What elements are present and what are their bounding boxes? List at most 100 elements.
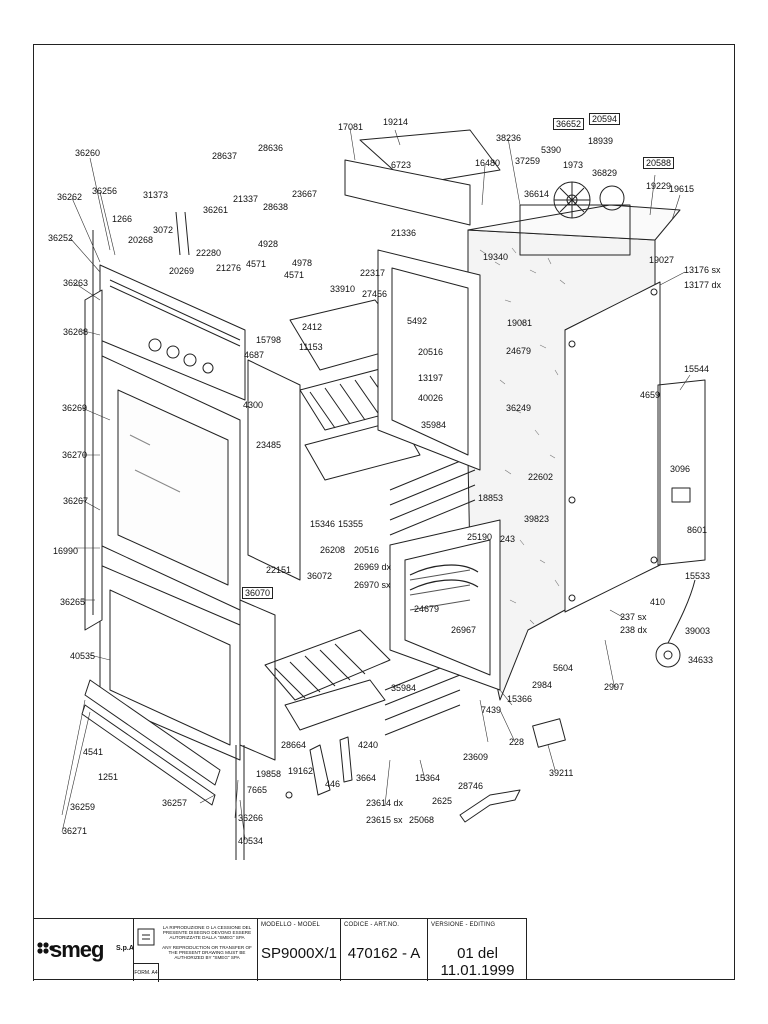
part-number-label: 28636 [258,143,284,153]
smeg-logo-dots-icon [37,942,55,954]
part-number-label: 39823 [524,514,550,524]
part-number-label: 19858 [256,769,282,779]
part-number-label: 3664 [356,773,377,783]
part-number-label: 2997 [604,682,625,692]
part-number-label: 36249 [506,403,532,413]
part-number-label: 1973 [563,160,584,170]
part-number-label: 5492 [407,316,428,326]
part-number-label: 410 [650,597,666,607]
part-number-label: 26208 [320,545,346,555]
oven-body-top [467,204,681,241]
part-number-label: 23485 [256,440,282,450]
part-number-label: 36259 [70,802,96,812]
code-header: CODICE - ART.NO. [344,922,400,928]
part-number-label: 33910 [330,284,356,294]
part-number-label: 15366 [507,694,533,704]
drawing-sheet-border [33,44,735,980]
part-number-label: 36070 [242,587,274,599]
part-number-label: 40534 [238,836,264,846]
part-number-label: 228 [509,737,525,747]
part-number-label: 6723 [391,160,412,170]
thermostat-bulb [655,642,681,668]
lower-cavity-frame [389,519,501,691]
part-number-label: 36265 [60,597,86,607]
part-number-label: 35984 [421,420,447,430]
part-number-label: 2625 [432,796,453,806]
part-number-label: 26967 [451,625,477,635]
kick-plate [84,679,221,786]
part-number-label: 36266 [238,813,264,823]
part-number-label: 24679 [414,604,440,614]
part-number-label: 238 dx [620,625,648,635]
part-number-label: 37259 [515,156,541,166]
terminal-block [671,487,691,503]
part-number-label: 25068 [409,815,435,825]
part-number-label: 7665 [247,785,268,795]
part-number-label: 38236 [496,133,522,143]
part-number-label: 20269 [169,266,195,276]
screw [285,791,293,799]
part-number-label: 36267 [63,496,89,506]
part-number-label: 36652 [553,118,585,130]
motor [599,185,625,211]
part-number-label: 5390 [541,145,562,155]
part-number-label: 19162 [288,766,314,776]
part-number-label: 25190 [467,532,493,542]
part-number-label: 4571 [284,270,305,280]
part-number-label: 8601 [687,525,708,535]
logo-cell: smeg S.p.A [33,919,134,981]
part-number-label: 15346 [310,519,336,529]
part-number-label: 13176 sx [684,265,721,275]
part-number-label: 18853 [478,493,504,503]
part-number-label: 36269 [62,403,88,413]
insulation-texture [479,247,566,625]
oven-body-shell [467,229,656,701]
part-number-label: 36261 [203,205,229,215]
part-number-label: 36263 [63,278,89,288]
part-number-label: 4571 [246,259,267,269]
part-number-label: 3096 [670,464,691,474]
part-number-label: 21337 [233,194,259,204]
rear-plate [657,379,706,566]
part-number-label: 22280 [196,248,222,258]
part-number-label: 36072 [307,571,333,581]
format-label: FORM. A4 [134,963,159,982]
version-value: 01 del 11.01.1999 [440,945,515,979]
notice-cell: LA RIPRODUZIONE O LA CESSIONE DEL PRESEN… [133,919,257,982]
notice-italian: LA RIPRODUZIONE O LA CESSIONE DEL PRESEN… [162,925,252,941]
part-number-label: 13177 dx [684,280,722,290]
part-number-label: 36262 [57,192,83,202]
part-number-label: 36614 [524,189,550,199]
part-number-label: 20268 [128,235,154,245]
part-number-label: 1251 [98,772,119,782]
part-number-label: 36260 [75,148,101,158]
part-number-label: 4300 [243,400,264,410]
part-number-label: 23609 [463,752,489,762]
part-number-label: 11153 [299,342,323,352]
rod-1 [175,211,190,256]
part-number-label: 243 [500,534,516,544]
part-number-label: 1266 [112,214,133,224]
part-number-label: 17081 [338,122,364,132]
part-number-label: 24679 [506,346,532,356]
part-number-label: 237 sx [620,612,647,622]
hinge [459,789,521,823]
part-number-label: 15544 [684,364,710,374]
heating-element-frame [519,204,631,256]
part-number-label: 18939 [588,136,614,146]
lamp-cover [532,718,566,748]
part-number-label: 35984 [391,683,417,693]
smeg-logo: smeg [50,937,104,962]
part-number-label: 446 [325,779,341,789]
part-number-label: 19027 [649,255,675,265]
upper-cavity-frame [377,249,481,471]
part-number-label: 23614 dx [366,798,404,808]
upper-door-glass [117,389,229,586]
part-number-label: 36270 [62,450,88,460]
part-number-label: 26969 dx [354,562,392,572]
part-number-label: 20594 [589,113,621,125]
control-knobs [148,338,214,374]
bracket-2 [339,736,353,783]
part-number-label: 16480 [475,158,501,168]
part-number-label: 2984 [532,680,553,690]
